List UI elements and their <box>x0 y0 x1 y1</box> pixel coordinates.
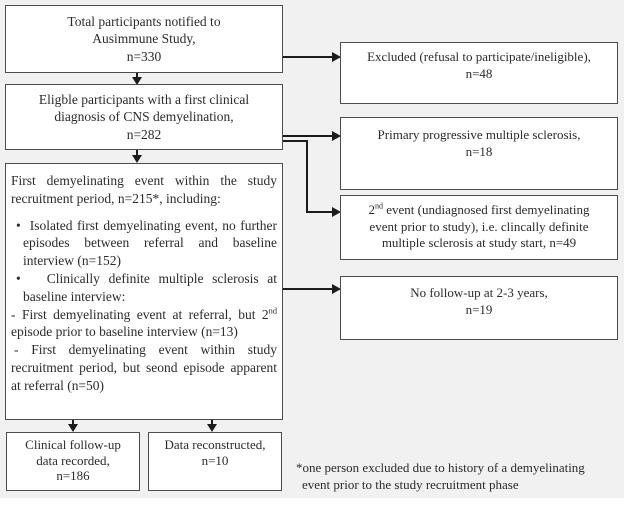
arrow-head-right-icon <box>332 52 341 62</box>
arrow-head-down-icon <box>132 155 142 163</box>
box-second-event: 2nd event (undiagnosed first demyelinati… <box>340 195 618 260</box>
count-value: n=19 <box>465 301 493 317</box>
arrow-head-right-icon <box>332 207 341 217</box>
arrow-head-down-icon <box>207 424 217 432</box>
box-first-demyelinating-event: First demyelinating event within the stu… <box>5 163 283 420</box>
count-value: n=282 <box>126 126 162 142</box>
count-value: n=330 <box>126 48 162 64</box>
count-value: n=18 <box>465 143 493 159</box>
text-segment: event (undiagnosed first demyelinating <box>383 202 590 217</box>
count-value: multiple sclerosis at study start, n=49 <box>381 235 577 250</box>
connector-segment <box>306 211 333 213</box>
bullet-isolated-first-event: Isolated first demyelinating event, no f… <box>11 217 277 270</box>
sub-item-second-episode-referral: - First demyelinating event within study… <box>11 342 277 393</box>
arrow-head-right-icon <box>332 284 341 294</box>
text-line: Total participants notified to <box>67 13 221 29</box>
connector-segment <box>283 140 308 142</box>
sub-item-text: episode prior to baseline interview (n=1… <box>11 324 238 340</box>
text-line: Ausimmune Study, <box>92 31 196 47</box>
box-excluded: Excluded (refusal to participate/ineligi… <box>340 42 618 104</box>
arrow-head-down-icon <box>68 424 78 432</box>
text-line: No follow-up at 2-3 years, <box>410 285 548 300</box>
box-no-followup: No follow-up at 2-3 years, n=19 <box>340 276 618 340</box>
arrow-head-right-icon <box>332 131 341 141</box>
box-eligible-participants: Eligble participants with a first clinic… <box>5 84 283 150</box>
footnote-line: event prior to the study recruitment pha… <box>302 477 519 493</box>
sub-item-second-episode: - First demyelinating event at referral,… <box>11 306 277 342</box>
count-value: n=10 <box>201 452 229 468</box>
box-primary-progressive-ms: Primary progressive multiple sclerosis, … <box>340 117 618 190</box>
bullet-text: Clinically definite multiple sclerosis a… <box>23 270 277 304</box>
text-line: Eligble participants with a first clinic… <box>38 91 250 107</box>
bullet-list: Isolated first demyelinating event, no f… <box>11 217 277 395</box>
text-line: event prior to study), i.e. clincally de… <box>369 218 589 234</box>
box-intro-text: First demyelinating event within the stu… <box>11 173 277 206</box>
superscript-ordinal: nd <box>374 201 384 211</box>
footnote: *one person excluded due to history of a… <box>296 459 616 494</box>
text-line: Data reconstructed, <box>164 437 266 452</box>
arrow-shaft <box>72 420 74 425</box>
count-value: n=186 <box>56 468 90 483</box>
box-clinical-followup: Clinical follow-up data recorded, n=186 <box>6 432 140 491</box>
arrow-shaft <box>136 150 138 155</box>
text-line: Excluded (refusal to participate/ineligi… <box>367 49 591 64</box>
text-segment: 2 <box>368 202 375 217</box>
text-line: Primary progressive multiple sclerosis, <box>377 127 581 142</box>
arrow-shaft <box>211 420 213 425</box>
sub-item-text: - First demyelinating event at referral,… <box>11 306 269 322</box>
arrow-shaft <box>283 288 333 290</box>
connector-segment <box>306 140 308 213</box>
arrow-shaft <box>283 56 333 58</box>
text-line: Clinical follow-up <box>25 437 121 452</box>
bullet-clinically-definite-ms: Clinically definite multiple sclerosis a… <box>11 270 277 395</box>
text-line: data recorded, <box>36 452 110 468</box>
text-line: diagnosis of CNS demyelination, <box>54 109 234 125</box>
text-line: 2nd event (undiagnosed first demyelinati… <box>368 202 589 219</box>
superscript-ordinal: nd <box>268 306 277 316</box>
count-value: n=48 <box>465 65 493 81</box>
footnote-line: *one person excluded due to history of a… <box>296 460 585 475</box>
arrow-head-down-icon <box>132 77 142 85</box>
box-data-reconstructed: Data reconstructed, n=10 <box>148 432 282 491</box>
arrow-shaft <box>283 135 333 137</box>
box-total-participants: Total participants notified to Ausimmune… <box>5 5 283 73</box>
arrow-shaft <box>136 73 138 78</box>
